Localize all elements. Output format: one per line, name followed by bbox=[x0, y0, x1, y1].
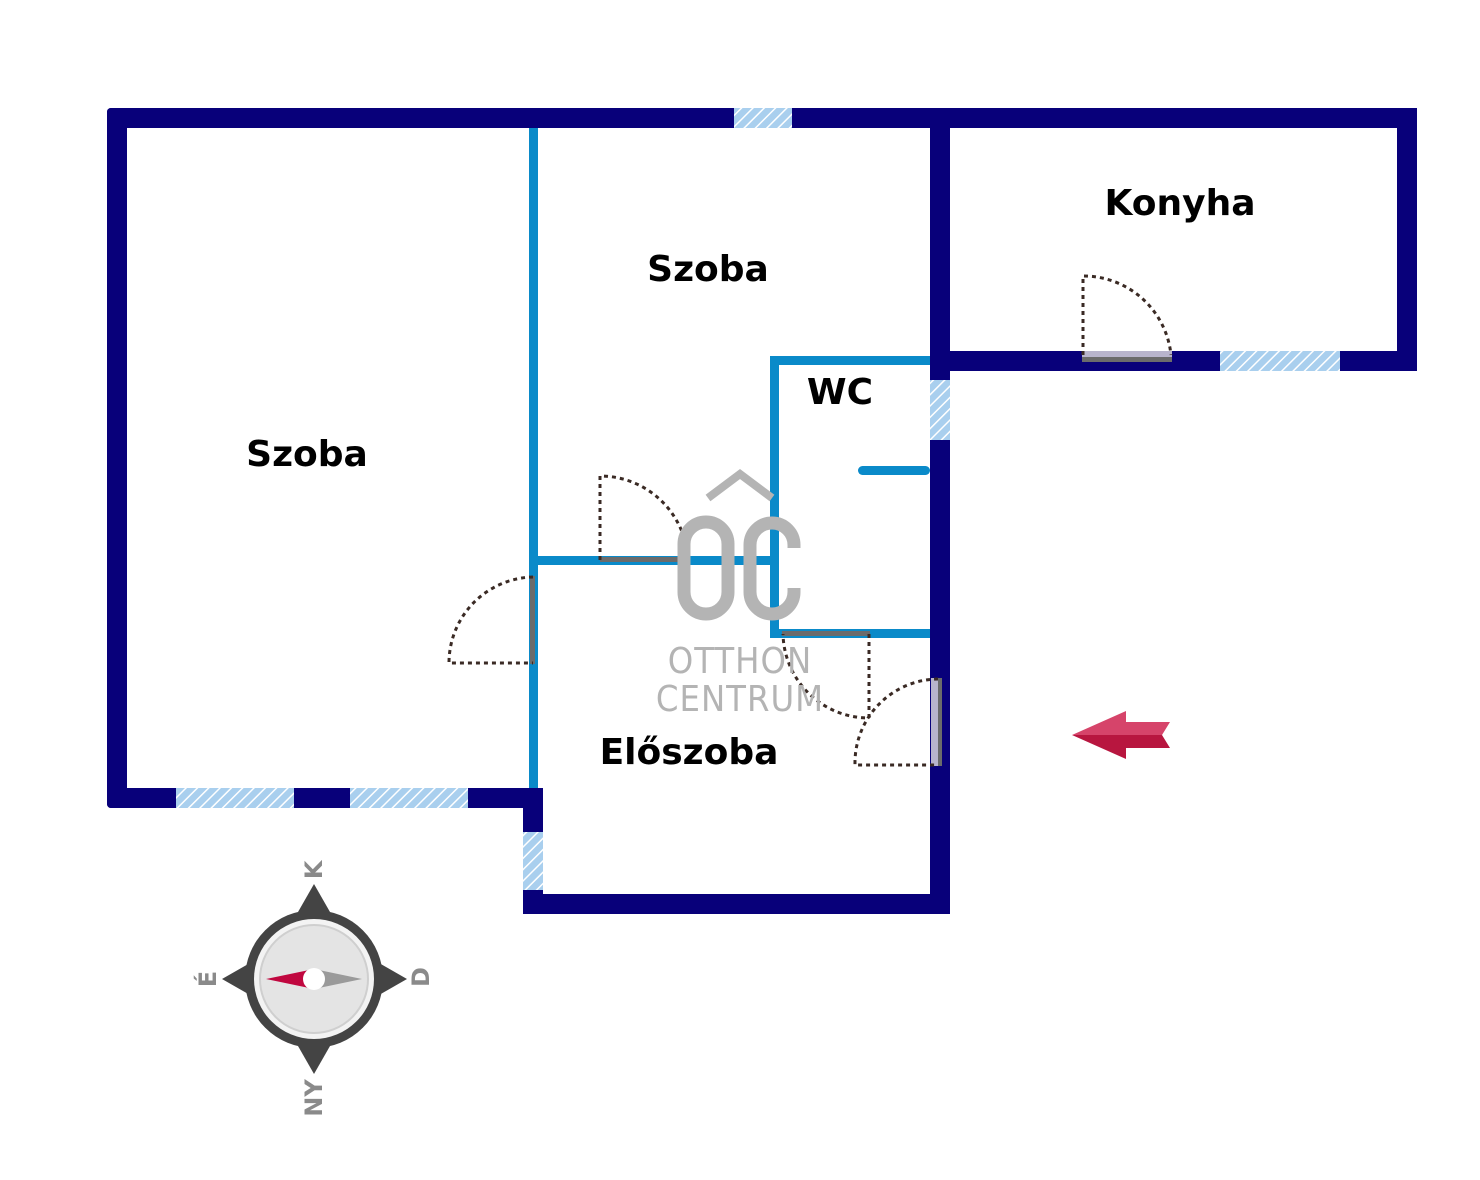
door-wc bbox=[781, 631, 871, 720]
compass-needle-icon bbox=[266, 968, 362, 990]
door-entrance bbox=[853, 677, 942, 767]
outer-walls bbox=[107, 108, 1417, 914]
doors bbox=[447, 274, 1173, 767]
entrance-arrow-icon bbox=[1072, 711, 1170, 759]
compass-label-south: NY bbox=[300, 1079, 328, 1117]
door-konyha bbox=[1081, 274, 1173, 362]
compass: K D NY É bbox=[193, 859, 435, 1116]
compass-label-west: É bbox=[193, 971, 222, 987]
room-label-szoba-mid: Szoba bbox=[647, 249, 769, 290]
room-label-wc: WC bbox=[807, 372, 873, 413]
room-label-szoba-left: Szoba bbox=[246, 434, 368, 475]
door-szoba-left bbox=[447, 575, 535, 665]
compass-label-east: D bbox=[407, 967, 435, 987]
watermark-line2: CENTRUM bbox=[656, 679, 824, 720]
compass-label-north: K bbox=[300, 859, 328, 879]
watermark-line1: OTTHON bbox=[668, 641, 812, 682]
window-bottom-left-1 bbox=[176, 788, 294, 808]
window-top bbox=[734, 108, 792, 128]
compass-pointers bbox=[222, 884, 407, 1074]
window-wc bbox=[930, 380, 950, 440]
window-bottom-left-2 bbox=[350, 788, 468, 808]
watermark: OTTHON CENTRUM bbox=[656, 469, 824, 720]
windows bbox=[176, 108, 1340, 890]
watermark-logo bbox=[677, 469, 801, 621]
window-hall-side bbox=[523, 832, 543, 890]
room-label-eloszoba: Előszoba bbox=[600, 732, 779, 773]
window-kitchen bbox=[1220, 351, 1340, 371]
room-label-konyha: Konyha bbox=[1104, 183, 1255, 224]
door-szoba-mid bbox=[598, 474, 690, 562]
